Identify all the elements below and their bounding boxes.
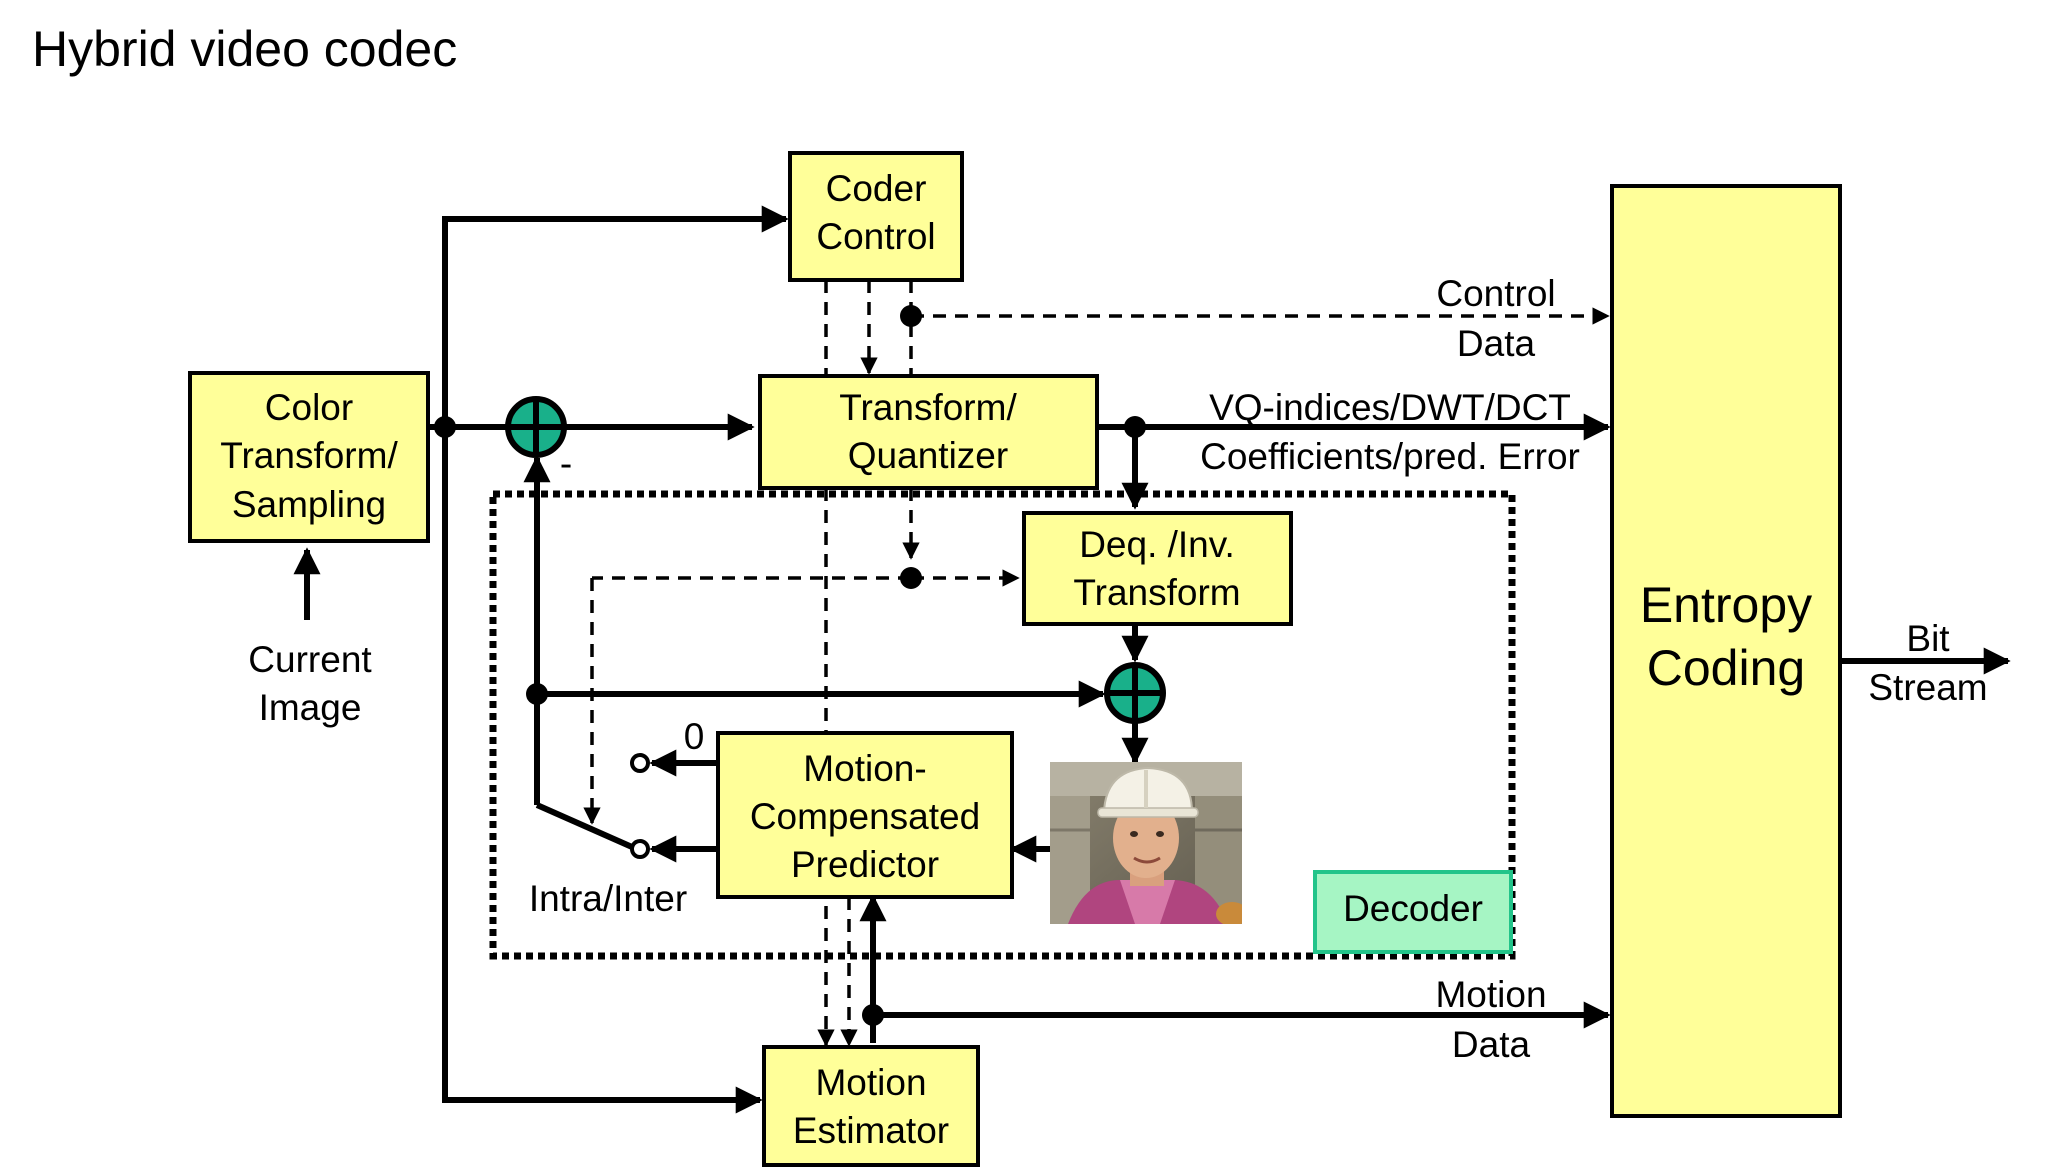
color-transform-line1: Color — [265, 387, 353, 428]
page-title: Hybrid video codec — [32, 21, 457, 77]
residual-adder — [505, 396, 567, 458]
coder-control-line1: Coder — [826, 168, 927, 209]
mcp-line3: Predictor — [791, 844, 939, 885]
junction-dot — [900, 305, 922, 327]
current-image-line2: Image — [259, 687, 362, 728]
coefficients-line1: VQ-indices/DWT/DCT — [1209, 387, 1571, 428]
deq-line1: Deq. /Inv. — [1079, 524, 1235, 565]
entropy-coding-block: Entropy Coding — [1610, 184, 1842, 1118]
junction-dot — [1124, 416, 1146, 438]
motion-estimator-block: Motion Estimator — [762, 1045, 980, 1167]
current-image-line1: Current — [248, 639, 372, 680]
bit-stream-line1: Bit — [1906, 618, 1950, 659]
entropy-line1: Entropy — [1640, 577, 1812, 633]
motion-estimator-line1: Motion — [815, 1062, 926, 1103]
reconstructed-frame-image — [1050, 762, 1242, 924]
mcp-line2: Compensated — [750, 796, 980, 837]
bit-stream-line2: Stream — [1868, 667, 1987, 708]
intra-inter-switch-arm — [535, 802, 634, 850]
coefficients-line2: Coefficients/pred. Error — [1200, 436, 1580, 477]
junction-dot — [900, 567, 922, 589]
junction-dot — [434, 416, 456, 438]
transform-quantizer-line2: Quantizer — [848, 435, 1008, 476]
switch-contact-inter — [630, 839, 650, 859]
zero-label: 0 — [684, 716, 705, 757]
color-transform-line3: Sampling — [232, 484, 386, 525]
motion-data-line1: Motion — [1435, 974, 1546, 1015]
junction-dot — [862, 1004, 884, 1026]
deq-inv-transform-block: Deq. /Inv. Transform — [1022, 511, 1293, 626]
reconstruction-adder — [1104, 662, 1166, 724]
entropy-line2: Coding — [1647, 640, 1805, 696]
control-data-line1: Control — [1436, 273, 1555, 314]
transform-quantizer-block: Transform/ Quantizer — [758, 374, 1099, 490]
intra-inter-label: Intra/Inter — [529, 878, 687, 919]
mcp-line1: Motion- — [803, 748, 926, 789]
color-transform-block: Color Transform/ Sampling — [188, 371, 430, 543]
switch-contact-intra — [630, 753, 650, 773]
motion-data-line2: Data — [1452, 1024, 1531, 1065]
junction-dot — [526, 683, 548, 705]
color-transform-line2: Transform/ — [220, 435, 398, 476]
deq-line2: Transform — [1073, 572, 1240, 613]
decoder-label-box: Decoder — [1313, 870, 1513, 954]
decoder-region — [489, 490, 1516, 960]
decoder-label: Decoder — [1343, 888, 1483, 929]
coder-control-block: Coder Control — [788, 151, 964, 282]
control-data-line2: Data — [1457, 323, 1536, 364]
motion-estimator-line2: Estimator — [793, 1110, 949, 1151]
motion-compensated-predictor-block: Motion- Compensated Predictor — [716, 731, 1014, 899]
minus-label: - — [560, 443, 572, 484]
coder-control-line2: Control — [816, 216, 935, 257]
transform-quantizer-line1: Transform/ — [839, 387, 1017, 428]
